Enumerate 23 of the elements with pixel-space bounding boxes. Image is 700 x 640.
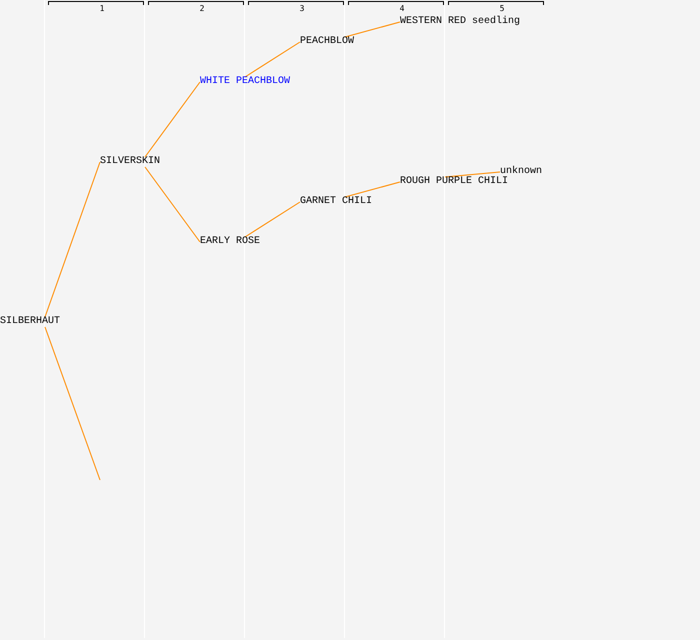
variety-name: WHITE PEACHBLOW	[200, 77, 290, 87]
variety-name: SILVERSKIN	[100, 157, 160, 167]
connector-line	[344, 22, 400, 38]
variety-name: WESTERN RED seedling	[400, 17, 520, 27]
connector-line	[444, 172, 500, 178]
variety-name: GARNET CHILI	[300, 197, 372, 207]
generation-number: 5	[500, 5, 504, 13]
variety-name: SILBERHAUT	[0, 317, 60, 327]
connector-line	[244, 202, 300, 238]
variety-name: unknown	[500, 167, 542, 177]
connector-line	[344, 182, 400, 198]
connector-line	[44, 326, 100, 480]
variety-name: PEACHBLOW	[300, 37, 354, 47]
generation-number: 2	[200, 5, 204, 13]
variety-name: ROUGH PURPLE CHILI	[400, 177, 508, 187]
connector-line	[144, 82, 200, 158]
connector-line	[144, 166, 200, 242]
connector-line	[44, 162, 100, 318]
connector-line	[244, 42, 300, 78]
generation-number: 4	[400, 5, 404, 13]
generation-number: 3	[300, 5, 304, 13]
generation-number: 1	[100, 5, 104, 13]
variety-name: EARLY ROSE	[200, 237, 260, 247]
